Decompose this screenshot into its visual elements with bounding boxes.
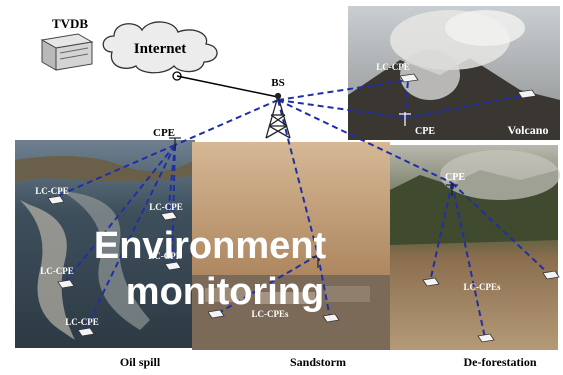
- oil-lc-cpe-label-2: LC-CPE: [149, 202, 183, 212]
- sandstorm-photo: [192, 142, 390, 350]
- defor-lc-cpe-device-1-icon: [422, 277, 440, 287]
- volcano-cpe-antenna-icon: [399, 112, 411, 126]
- overlay-title-line-2: monitoring: [126, 271, 324, 313]
- sandstorm-lc-cpe-devices: [207, 309, 340, 323]
- oil-lc-cpe-device-2-icon: [160, 211, 178, 221]
- caption-deforestation: De-forestation: [463, 355, 536, 369]
- deforestation-photo: [390, 145, 560, 350]
- caption-sandstorm: Sandstorm: [290, 355, 346, 369]
- deforestation-cpe-label: CPE: [445, 172, 465, 183]
- volcano-lc-cpe-label: LC-CPE: [376, 62, 410, 72]
- oil-lc-cpe-device-4-icon: [57, 279, 75, 289]
- defor-lc-cpe-device-2-icon: [542, 270, 560, 280]
- tvdb-label: TVDB: [52, 16, 88, 31]
- oil-lc-cpe-label-4: LC-CPE: [40, 266, 74, 276]
- oil-spill-photo: [15, 140, 195, 348]
- cpe-main-label: CPE: [153, 127, 175, 139]
- oil-lc-cpe-label-1: LC-CPE: [35, 186, 69, 196]
- sand-lc-cpe-device-2-icon: [322, 313, 340, 323]
- oil-lc-cpe-device-3-icon: [164, 261, 182, 271]
- cpe-antenna-icon: [169, 137, 181, 150]
- sandstorm-cpe-antenna-icon: [312, 255, 324, 268]
- oil-lc-cpe-label-3: LC-CPE: [148, 251, 182, 261]
- volcano-lc-cpe-device-icon: [399, 73, 419, 83]
- volcano-label: Volcano: [508, 123, 549, 137]
- deforestation-lc-cpe-devices: [422, 270, 560, 343]
- overlay-title-line-1: Environment: [94, 225, 327, 267]
- volcano-cpe-label: CPE: [415, 126, 435, 137]
- sandstorm-lc-cpes-label: LC-CPEs: [251, 309, 288, 319]
- deforestation-lc-cpes-label: LC-CPEs: [463, 282, 500, 292]
- internet-label: Internet: [134, 41, 187, 57]
- caption-oil-spill: Oil spill: [120, 355, 161, 369]
- bs-label: BS: [271, 77, 284, 89]
- defor-lc-cpe-device-3-icon: [477, 333, 495, 343]
- tvdb-server-icon: [40, 33, 94, 71]
- oil-lc-cpe-label-5: LC-CPE: [65, 317, 99, 327]
- internet-cloud-icon: [102, 21, 218, 74]
- oil-lc-cpe-device-5-icon: [77, 327, 95, 337]
- oil-lc-cpe-device-1-icon: [47, 195, 65, 205]
- sand-lc-cpe-device-1-icon: [207, 309, 225, 319]
- wireless-links: [54, 79, 551, 339]
- volcano-photo: [348, 6, 560, 140]
- base-station-tower-icon: [265, 92, 291, 139]
- deforestation-cpe-antenna-icon: [446, 183, 458, 196]
- volcano-lc-cpe-device-2-icon: [517, 89, 537, 99]
- oil-lc-cpe-devices: [47, 195, 182, 337]
